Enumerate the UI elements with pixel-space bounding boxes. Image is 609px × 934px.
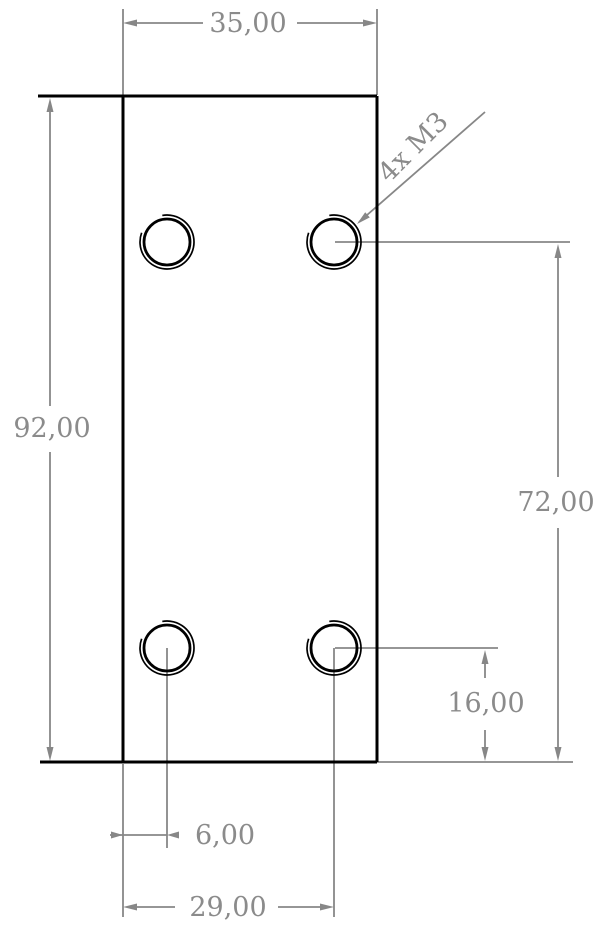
arrow-width-left-icon: [123, 19, 137, 27]
arrow-72-bottom-icon: [554, 747, 562, 761]
arrow-leader-icon: [357, 212, 370, 224]
arrow-72-top-icon: [554, 244, 562, 258]
dimension-labels: 35,00 92,00 72,00 16,00 6,00 29,00 4x M3: [13, 8, 594, 923]
plate-outline: [38, 94, 379, 764]
thread-arc-bottom-left: [139, 620, 195, 676]
label-plate-width: 35,00: [209, 8, 286, 39]
leader-line-thread-callout: [358, 111, 486, 223]
thread-arc-bottom-right: [306, 620, 362, 676]
hole-top-right: [309, 217, 359, 267]
hole-bottom-left: [142, 623, 192, 673]
dimension-arrowheads: [46, 19, 562, 911]
arrow-16-top-icon: [481, 650, 489, 664]
hole-top-left: [142, 217, 192, 267]
arrow-height-bottom-icon: [46, 747, 54, 761]
label-hole-offset-bottom: 16,00: [447, 688, 524, 719]
arrow-29-left-icon: [123, 903, 137, 911]
thread-arc-top-right: [306, 214, 362, 270]
arrow-16-bottom-icon: [481, 747, 489, 761]
label-thread-callout: 4x M3: [372, 106, 455, 189]
arrow-6-left-icon: [111, 831, 123, 839]
label-hole-span-vert: 72,00: [517, 487, 594, 518]
dimension-lines: [49, 9, 573, 917]
label-hole-offset-left: 6,00: [195, 820, 255, 851]
arrow-6-right-icon: [167, 831, 179, 839]
arrow-29-right-icon: [320, 903, 334, 911]
arrow-width-right-icon: [363, 19, 377, 27]
thread-arc-top-left: [139, 214, 195, 270]
label-hole-span-horiz: 29,00: [189, 892, 266, 923]
hole-bottom-right: [309, 623, 359, 673]
arrow-height-top-icon: [46, 98, 54, 112]
label-plate-height: 92,00: [13, 413, 90, 444]
